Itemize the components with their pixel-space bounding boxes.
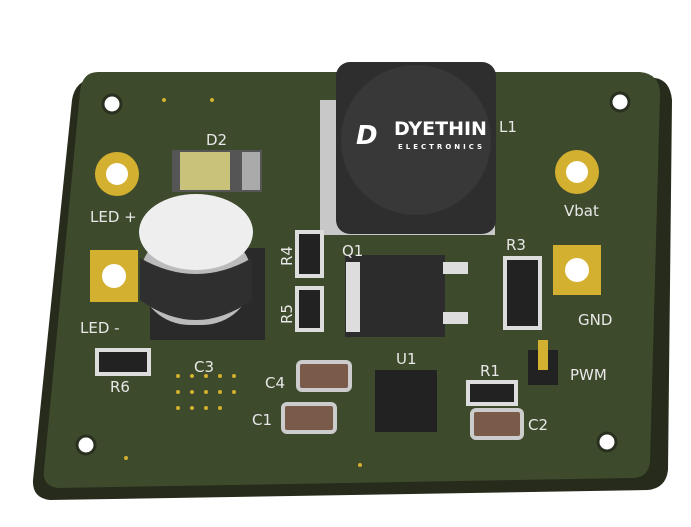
label-c1: C1 <box>252 411 272 429</box>
resistor-r4 <box>295 230 324 278</box>
label-d2: D2 <box>206 131 227 149</box>
label-q1: Q1 <box>342 242 363 260</box>
label-vbat: Vbat <box>564 202 599 220</box>
capacitor-c2 <box>470 408 524 440</box>
label-gnd: GND <box>578 311 612 329</box>
logo-mark: D <box>356 121 378 151</box>
label-r6: R6 <box>110 378 130 396</box>
resistor-r1 <box>466 380 518 406</box>
label-c4: C4 <box>265 374 285 392</box>
logo-sub: ELECTRONICS <box>398 143 485 151</box>
label-c3: C3 <box>194 358 214 376</box>
label-r4: R4 <box>278 246 296 266</box>
label-pwm: PWM <box>570 366 607 384</box>
transistor-q1 <box>345 255 468 337</box>
inductor-l1: DYETHIN ELECTRONICS D <box>320 62 496 235</box>
resistor-r3 <box>503 256 542 330</box>
pad-led-plus <box>95 152 139 196</box>
label-led-minus: LED - <box>80 319 120 337</box>
capacitor-c3 <box>139 194 265 340</box>
vias <box>124 98 362 467</box>
label-led-plus: LED + <box>90 208 137 226</box>
label-r1: R1 <box>480 362 500 380</box>
label-r5: R5 <box>278 304 296 324</box>
logo-brand: DYETHIN <box>394 118 487 140</box>
capacitor-c4 <box>296 360 352 392</box>
mounting-holes <box>75 91 631 456</box>
ic-u1 <box>375 370 437 432</box>
diode-d2 <box>172 150 262 192</box>
label-r3: R3 <box>506 236 526 254</box>
capacitor-c1 <box>281 402 337 434</box>
pad-vbat <box>555 150 599 194</box>
label-l1: L1 <box>499 118 517 136</box>
header-pwm <box>528 340 558 385</box>
resistor-r6 <box>95 348 151 376</box>
label-u1: U1 <box>396 350 417 368</box>
resistor-r5 <box>295 286 324 332</box>
pad-led-minus <box>90 250 138 302</box>
label-c2: C2 <box>528 416 548 434</box>
pad-gnd <box>553 245 601 295</box>
